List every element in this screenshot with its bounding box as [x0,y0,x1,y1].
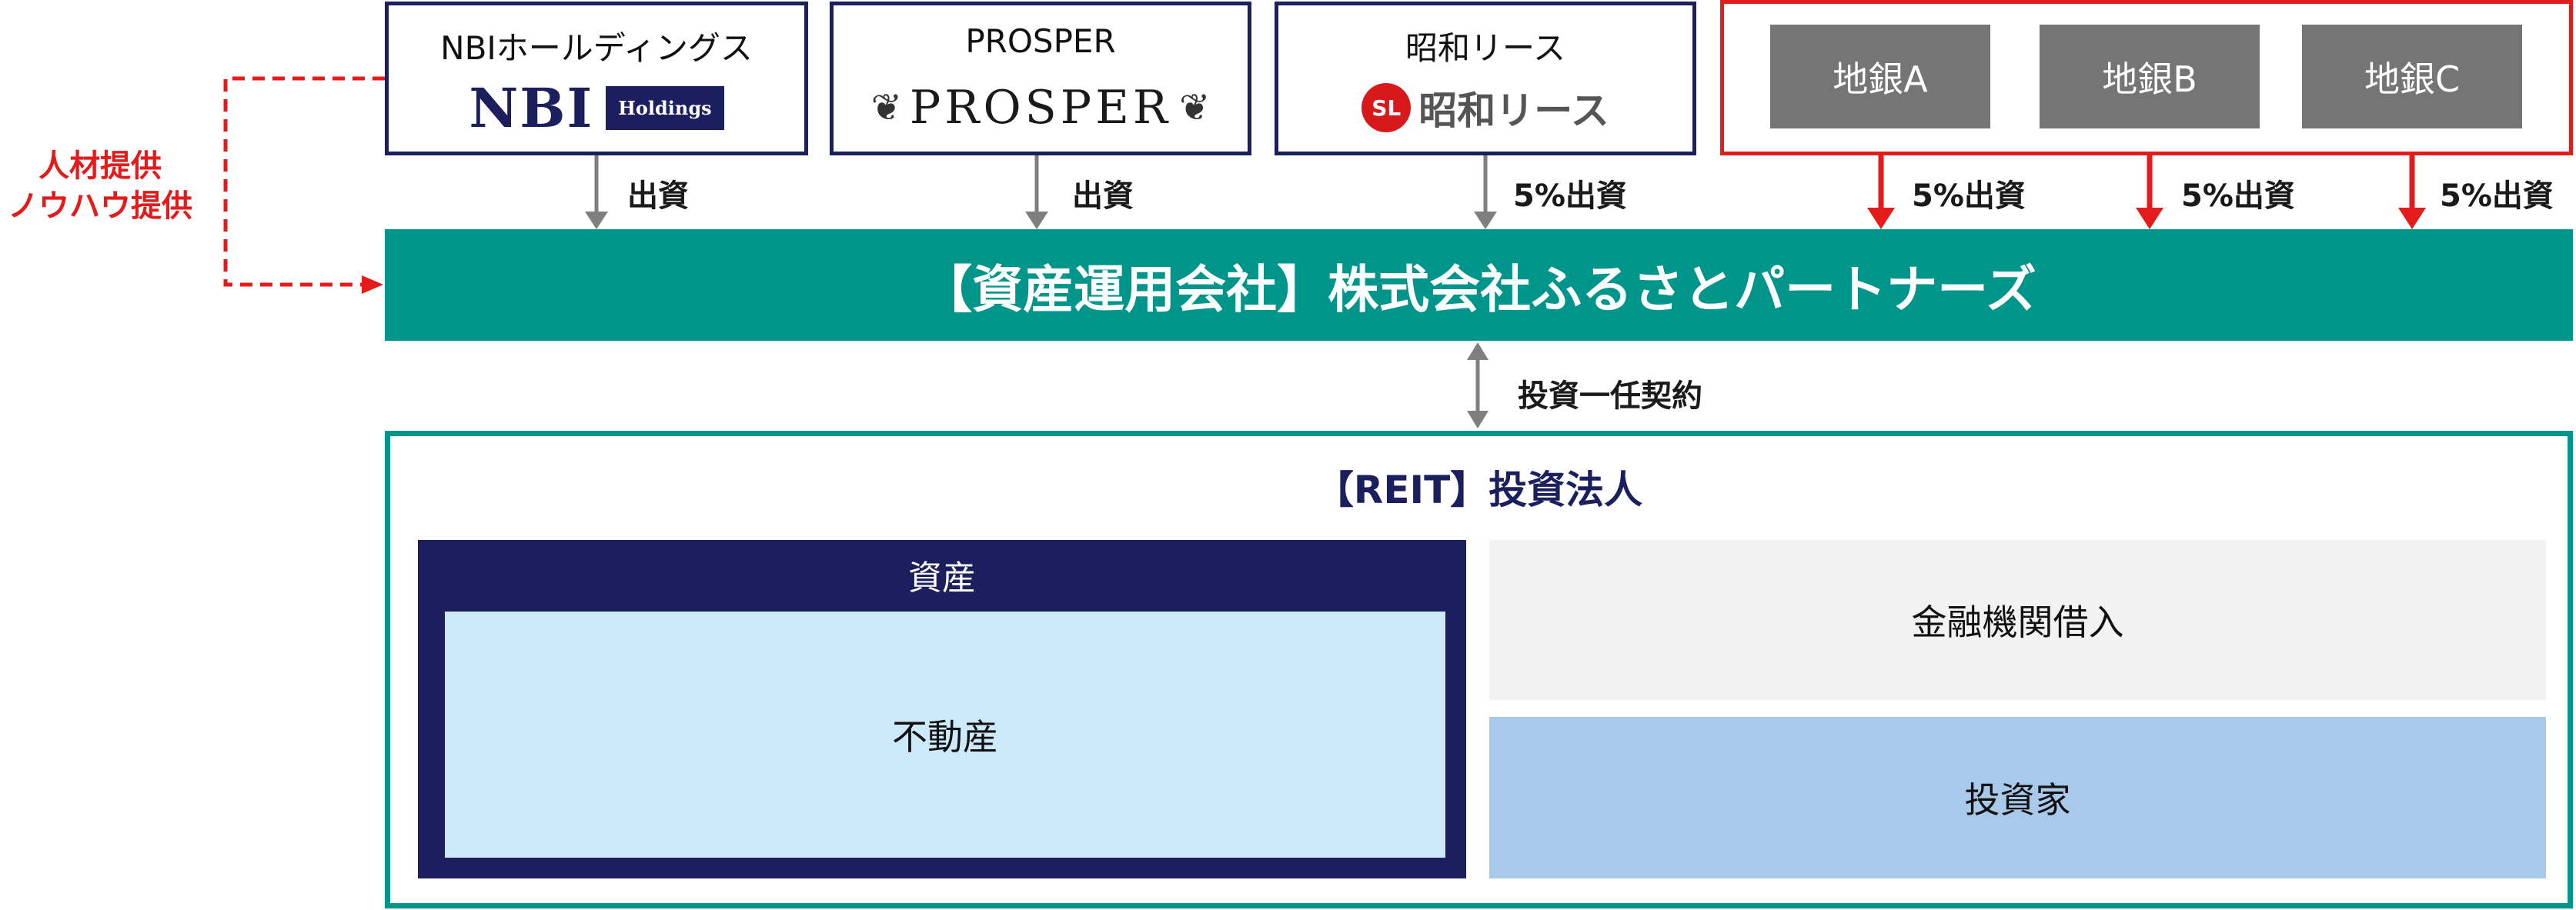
shareholder-name: PROSPER [965,22,1116,60]
shareholder-nbi: NBIホールディングス NBI Holdings [385,2,808,155]
laurel-right-icon: ❦ [1179,86,1211,129]
contract-label: 投資一任契約 [1518,378,1702,414]
bank-b: 地銀B [2040,25,2260,128]
invest-label-bank-c: 5%出資 [2440,178,2554,214]
loan-box: 金融機関借入 [1489,540,2546,700]
reit-title: 【REIT】投資法人 [1315,468,1643,512]
laurel-left-icon: ❦ [870,86,902,129]
invest-arrow-prosper [1025,155,1048,229]
support-label-line-2: ノウハウ提供 [8,188,192,224]
invest-label-prosper: 出資 [1072,178,1134,214]
bank-c: 地銀C [2302,25,2522,128]
investor-box: 投資家 [1489,717,2546,878]
invest-label-bank-b: 5%出資 [2181,178,2295,214]
showa-logo: SL 昭和リース [1278,73,1692,142]
shareholder-name: NBIホールディングス [440,29,753,67]
real-estate-box: 不動産 [445,612,1445,858]
nbi-logo-text: NBI [469,75,594,140]
invest-label-bank-a: 5%出資 [1912,178,2026,214]
invest-label-nbi: 出資 [627,178,689,214]
asset-manager-bar: 【資産運用会社】株式会社ふるさとパートナーズ [385,229,2573,341]
nbi-logo: NBI Holdings [389,73,804,142]
invest-arrow-nbi [585,155,608,229]
support-label: 人材提供 ノウハウ提供 [0,146,200,226]
prosper-logo: ❦ PROSPER ❦ [834,73,1248,142]
contract-arrow [1467,342,1488,428]
shareholder-name: 昭和リース [1405,29,1565,67]
assets-title: 資産 [908,558,976,598]
showa-logo-text: 昭和リース [1418,88,1609,133]
support-connector [223,76,385,294]
bank-a: 地銀A [1770,25,1990,128]
invest-label-showa: 5%出資 [1513,178,1627,214]
shareholder-showa: 昭和リース SL 昭和リース [1275,2,1696,155]
prosper-logo-text: PROSPER [909,81,1172,135]
shareholder-prosper: PROSPER ❦ PROSPER ❦ [830,2,1251,155]
nbi-logo-tag: Holdings [606,85,724,130]
invest-arrow-showa [1474,155,1497,229]
support-label-line-1: 人材提供 [38,148,162,184]
showa-mark-icon: SL [1362,83,1412,132]
